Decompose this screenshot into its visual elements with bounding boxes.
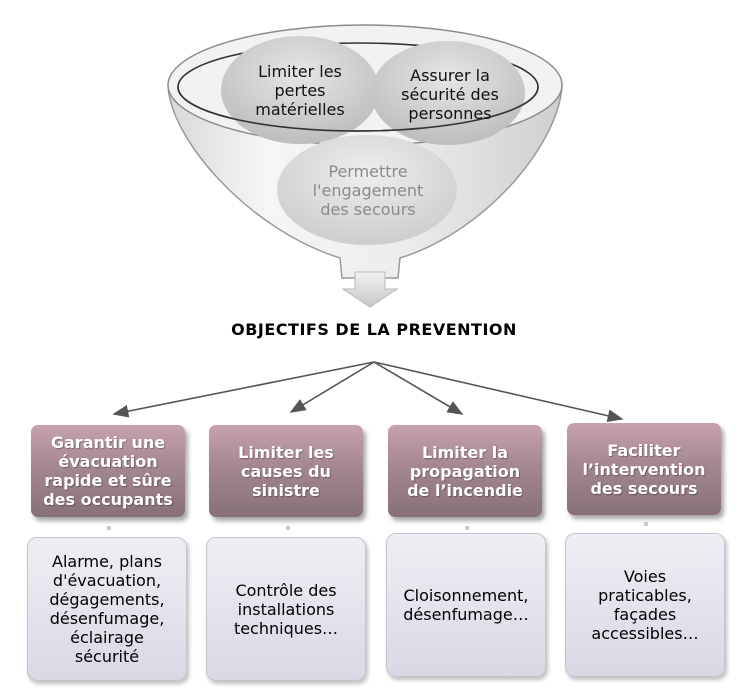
- heading-box-propagation: Limiter la propagation de l’incendie: [388, 425, 542, 517]
- funnel-label-assurer-securite: Assurer la sécurité des personnes: [401, 65, 499, 123]
- heading-box-causes: Limiter les causes du sinistre: [209, 425, 363, 517]
- detail-box-evacuation: Alarme, plans d'évacuation, dégagements,…: [27, 537, 187, 681]
- circle-limiter-pertes: [221, 36, 379, 144]
- connector-arrow-4: [373, 361, 624, 423]
- funnel-label-limiter-pertes: Limiter les pertes matérielles: [255, 61, 345, 119]
- page-title: OBJECTIFS DE LA PREVENTION: [231, 320, 517, 339]
- detail-box-intervention: Voies praticables, façades accessibles…: [565, 533, 725, 677]
- funnel-label-permettre-engagement: Permettre l'engagement des secours: [312, 161, 424, 219]
- circle-permettre-engagement: [277, 135, 457, 245]
- circle-assurer-securite: [371, 41, 525, 145]
- detail-box-causes: Contrôle des installations techniques…: [206, 537, 366, 681]
- heading-box-intervention: Faciliter l’intervention des secours: [567, 423, 721, 515]
- connector-arrow-2: [289, 361, 375, 413]
- link-marker: [465, 526, 469, 530]
- funnel-rim-front: [177, 86, 539, 132]
- detail-box-propagation: Cloisonnement, désenfumage…: [386, 533, 546, 677]
- link-marker: [644, 522, 648, 526]
- funnel-down-arrow: [341, 271, 399, 308]
- link-marker: [286, 526, 290, 530]
- connector-arrow-3: [373, 361, 464, 415]
- link-marker: [107, 526, 111, 530]
- connector-arrow-1: [112, 361, 375, 418]
- heading-box-evacuation: Garantir une évacuation rapide et sûre d…: [31, 425, 185, 517]
